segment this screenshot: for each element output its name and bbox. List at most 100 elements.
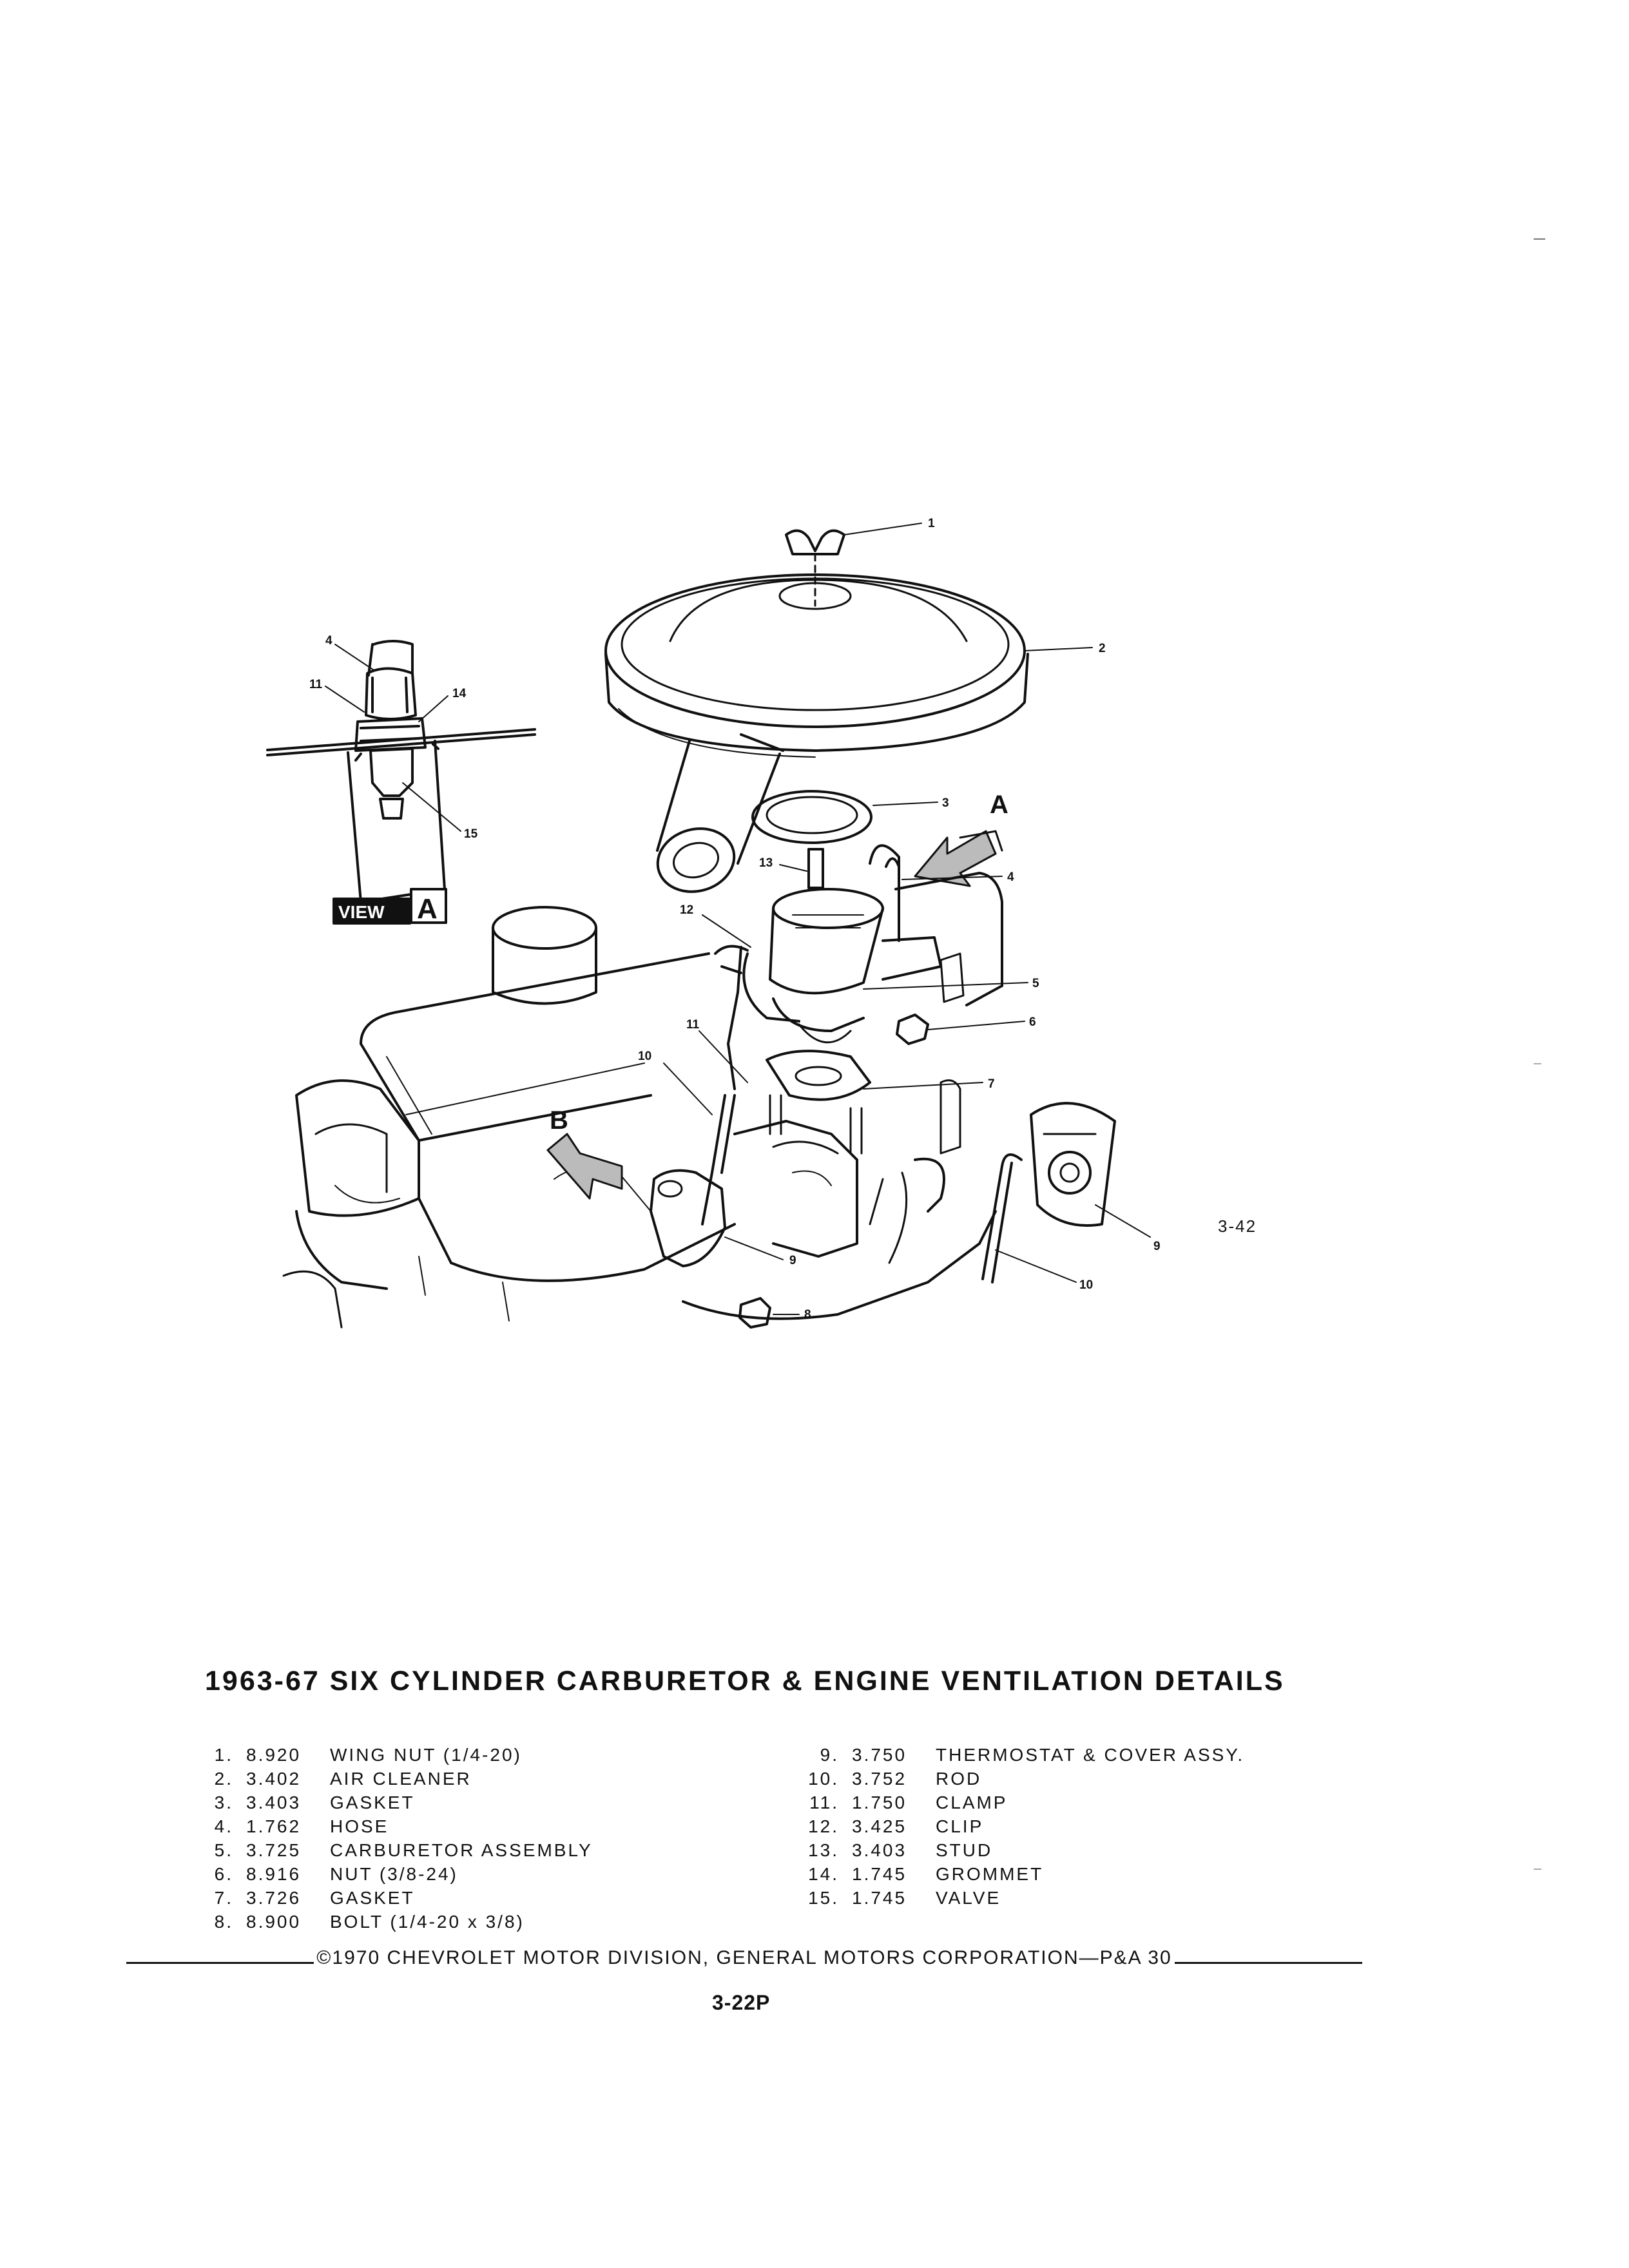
- part-code: 3.403: [852, 1840, 907, 1860]
- view-label-word: VIEW: [338, 902, 385, 922]
- part-code: 8.920: [246, 1745, 302, 1765]
- part-name: WING NUT (1/4-20): [330, 1745, 522, 1765]
- edge-mark: [1534, 1869, 1541, 1870]
- part-num: 5.: [214, 1840, 233, 1860]
- part-num: 11.: [809, 1792, 839, 1812]
- part-code: 1.745: [852, 1864, 907, 1884]
- parts-list-row: 10. 3.752 ROD: [793, 1767, 1244, 1791]
- part-num: 15.: [808, 1888, 839, 1908]
- thermostat-housing: [650, 1169, 784, 1267]
- callout-9-thermostat: 9: [1153, 1240, 1161, 1253]
- callout-13: 13: [759, 856, 773, 870]
- wing-nut: [785, 523, 922, 607]
- figure-reference: 3-42: [1218, 1216, 1257, 1236]
- callout-4: 4: [1007, 870, 1014, 884]
- part-code: 3.425: [852, 1816, 907, 1836]
- parts-list-row: 3. 3.403 GASKET: [187, 1791, 593, 1814]
- callout-5: 5: [1032, 977, 1039, 990]
- part-num: 9.: [820, 1745, 839, 1765]
- parts-list-row: 8. 8.900 BOLT (1/4-20 x 3/8): [187, 1910, 593, 1934]
- gasket-ring: [751, 790, 938, 844]
- edge-mark: [1534, 238, 1545, 240]
- part-num: 7.: [214, 1888, 233, 1908]
- parts-list-row: 15. 1.745 VALVE: [793, 1886, 1244, 1910]
- parts-list-row: 13. 3.403 STUD: [793, 1838, 1244, 1862]
- part-code: 1.762: [246, 1816, 302, 1836]
- part-name: GASKET: [330, 1792, 415, 1812]
- callout-2: 2: [1099, 642, 1106, 655]
- page-number: 3-22P: [712, 1991, 771, 2014]
- footer-rule-left: [126, 1961, 314, 1964]
- callout-10: 10: [638, 1050, 651, 1063]
- part-code: 3.403: [246, 1792, 302, 1812]
- part-name: HOSE: [330, 1816, 389, 1836]
- carburetor-assembly: [714, 888, 1028, 1044]
- part-code: 8.916: [246, 1864, 302, 1884]
- part-name: NUT (3/8-24): [330, 1864, 458, 1884]
- part-num: 13.: [808, 1840, 839, 1860]
- carburetor-stud: [779, 848, 824, 889]
- part-name: AIR CLEANER: [330, 1769, 472, 1789]
- part-name: THERMOSTAT & COVER ASSY.: [936, 1745, 1245, 1765]
- part-name: GROMMET: [936, 1864, 1044, 1884]
- callout-6: 6: [1029, 1015, 1036, 1029]
- air-cleaner: [604, 573, 1029, 758]
- part-num: 1.: [214, 1745, 233, 1765]
- part-code: 1.745: [852, 1888, 907, 1908]
- callout-12: 12: [680, 903, 693, 917]
- part-name: BOLT (1/4-20 x 3/8): [330, 1912, 525, 1932]
- part-code: 1.750: [852, 1792, 907, 1812]
- view-b-arrow: [546, 1133, 623, 1200]
- part-code: 3.725: [246, 1840, 302, 1860]
- part-name: CLAMP: [936, 1792, 1008, 1812]
- callout-10-rod: 10: [1079, 1278, 1093, 1292]
- callout-3: 3: [942, 796, 949, 810]
- part-num: 10.: [808, 1769, 839, 1789]
- part-name: STUD: [936, 1840, 993, 1860]
- view-a-callout-14: 14: [452, 687, 467, 700]
- page-title: 1963-67 SIX CYLINDER CARBURETOR & ENGINE…: [205, 1666, 1285, 1696]
- part-code: 8.900: [246, 1912, 302, 1932]
- part-num: 3.: [214, 1792, 233, 1812]
- callout-8: 8: [804, 1308, 811, 1321]
- part-code: 3.752: [852, 1769, 907, 1789]
- part-code: 3.750: [852, 1745, 907, 1765]
- parts-list-row: 9. 3.750 THERMOSTAT & COVER ASSY.: [793, 1743, 1244, 1767]
- part-name: ROD: [936, 1769, 982, 1789]
- parts-list-row: 4. 1.762 HOSE: [187, 1814, 593, 1838]
- view-a-inset: [266, 640, 536, 903]
- copyright-footer: ©1970 CHEVROLET MOTOR DIVISION, GENERAL …: [126, 1947, 1362, 1969]
- thermostat-bolt: [738, 1297, 800, 1329]
- view-a-callout-4: 4: [325, 634, 333, 648]
- edge-mark: [1534, 1063, 1541, 1064]
- parts-list-right: 9. 3.750 THERMOSTAT & COVER ASSY. 10. 3.752 R…: [793, 1743, 1244, 1910]
- part-num: 4.: [214, 1816, 233, 1836]
- view-a-label-box: [333, 888, 447, 925]
- part-name: GASKET: [330, 1888, 415, 1908]
- part-code: 3.726: [246, 1888, 302, 1908]
- callout-1: 1: [928, 517, 935, 530]
- footer-text: ©1970 CHEVROLET MOTOR DIVISION, GENERAL …: [316, 1947, 1172, 1968]
- footer-rule-right: [1174, 1961, 1362, 1964]
- callout-11: 11: [686, 1018, 700, 1032]
- callout-7: 7: [988, 1077, 995, 1091]
- part-name: VALVE: [936, 1888, 1001, 1908]
- engine-block: [282, 872, 1003, 1329]
- carburetor-nut: [896, 1014, 1025, 1045]
- view-a-callout-11: 11: [309, 678, 323, 691]
- marker-b: B: [550, 1106, 568, 1135]
- part-code: 3.402: [246, 1769, 302, 1789]
- parts-list-row: 11. 1.750 CLAMP: [793, 1791, 1244, 1814]
- manifold-studs: [769, 1094, 863, 1155]
- choke-rod: [663, 914, 751, 1225]
- carburetor-gasket: [766, 1050, 983, 1101]
- part-num: 8.: [214, 1912, 233, 1932]
- part-num: 12.: [808, 1816, 839, 1836]
- view-a-callout-15: 15: [464, 827, 478, 841]
